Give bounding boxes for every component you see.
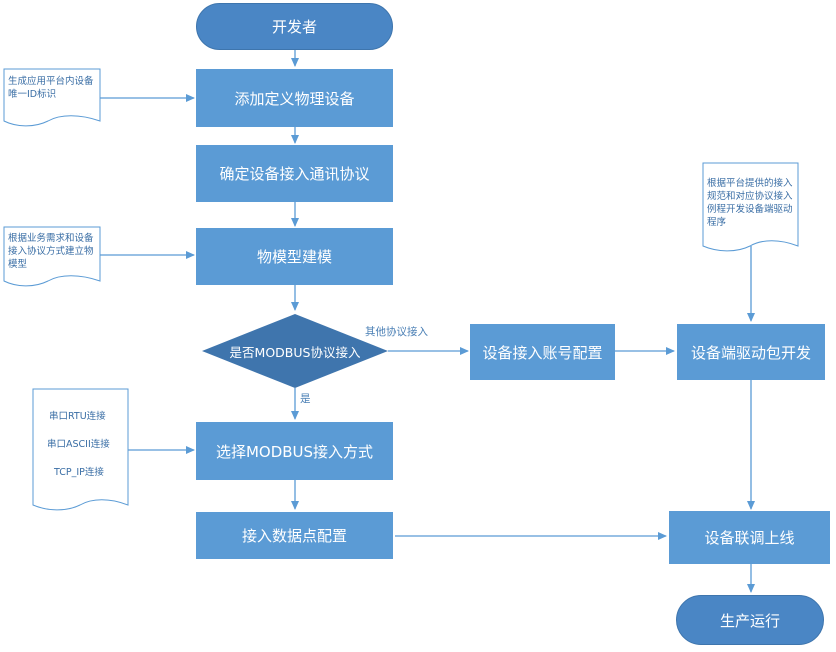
modbus-option-ascii: 串口ASCII连接 — [47, 439, 110, 450]
decision-label: 是否MODBUS协议接入 — [229, 344, 361, 360]
modbus-method-node: 选择MODBUS接入方式 — [196, 422, 393, 480]
edge-label-yes: 是 — [300, 393, 311, 405]
driver-node: 设备端驱动包开发 — [677, 324, 825, 380]
modbus-option-tcp: TCP_IP连接 — [54, 467, 104, 478]
add-device-label: 添加定义物理设备 — [234, 89, 355, 108]
note-id-text: 生成应用平台内设备唯一ID标识 — [8, 76, 94, 100]
protocol-node: 确定设备接入通讯协议 — [196, 145, 393, 202]
modbus-method-label: 选择MODBUS接入方式 — [215, 442, 374, 461]
note-model-text: 根据业务需求和设备接入协议方式建立物模型 — [8, 233, 94, 270]
note-modbus-shape — [32, 388, 129, 511]
add-device-node: 添加定义物理设备 — [196, 69, 393, 127]
decision-diamond — [202, 314, 388, 388]
debug-label: 设备联调上线 — [704, 529, 795, 547]
start-terminal: 开发者 — [196, 3, 393, 50]
debug-node: 设备联调上线 — [669, 511, 830, 564]
model-label: 物模型建模 — [256, 248, 332, 266]
end-terminal: 生产运行 — [676, 595, 824, 645]
model-node: 物模型建模 — [196, 228, 393, 285]
modbus-option-rtu: 串口RTU连接 — [49, 411, 106, 422]
datapoint-node: 接入数据点配置 — [196, 512, 393, 559]
end-label: 生产运行 — [719, 611, 780, 630]
start-label: 开发者 — [271, 18, 317, 36]
note-id-shape — [3, 68, 101, 127]
datapoint-label: 接入数据点配置 — [241, 527, 347, 545]
driver-label: 设备端驱动包开发 — [690, 343, 811, 362]
note-driver-text: 根据平台提供的接入规范和对应协议接入例程开发设备端驱动程序 — [707, 178, 793, 228]
account-label: 设备接入账号配置 — [482, 343, 603, 362]
edge-label-other-protocol: 其他协议接入 — [365, 326, 428, 338]
account-node: 设备接入账号配置 — [470, 324, 615, 380]
note-driver-shape — [702, 162, 799, 252]
note-model-shape — [3, 226, 101, 287]
protocol-label: 确定设备接入通讯协议 — [219, 165, 370, 183]
